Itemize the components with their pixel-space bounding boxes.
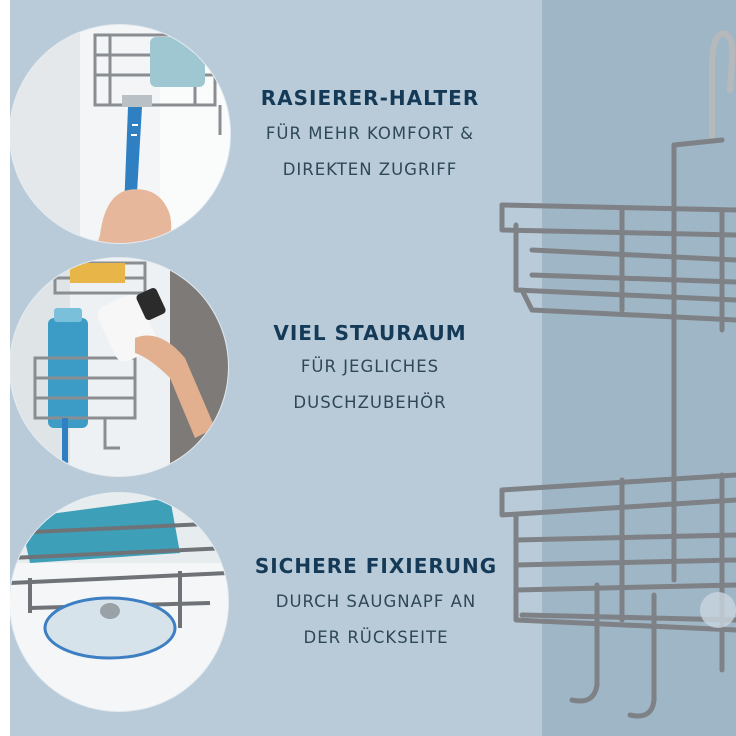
shower-caddy-image bbox=[492, 20, 736, 736]
razor-holder-photo bbox=[10, 25, 230, 243]
feature-razor-holder: RASIERER-HALTER FÜR MEHR KOMFORT & DIREK… bbox=[220, 86, 520, 188]
feature-title: VIEL STAURAUM bbox=[273, 321, 467, 345]
feature-description-line: DIREKTEN ZUGRIFF bbox=[282, 160, 458, 179]
feature-description-line: DURCH SAUGNAPF AN bbox=[275, 592, 477, 611]
feature-description-line: DUSCHZUBEHÖR bbox=[293, 393, 447, 412]
feature-description-line: FÜR MEHR KOMFORT & bbox=[265, 124, 475, 143]
suction-cup-photo bbox=[10, 493, 228, 711]
feature-storage-space: VIEL STAURAUM FÜR JEGLICHES DUSCHZUBEHÖR bbox=[220, 321, 520, 421]
feature-secure-fixing: SICHERE FIXIERUNG DURCH SAUGNAPF AN DER … bbox=[226, 554, 526, 656]
feature-title: RASIERER-HALTER bbox=[260, 86, 480, 110]
feature-description-line: DER RÜCKSEITE bbox=[303, 628, 449, 647]
storage-space-photo bbox=[10, 258, 228, 476]
feature-description-line: FÜR JEGLICHES bbox=[300, 357, 440, 376]
feature-title: SICHERE FIXIERUNG bbox=[254, 554, 498, 578]
